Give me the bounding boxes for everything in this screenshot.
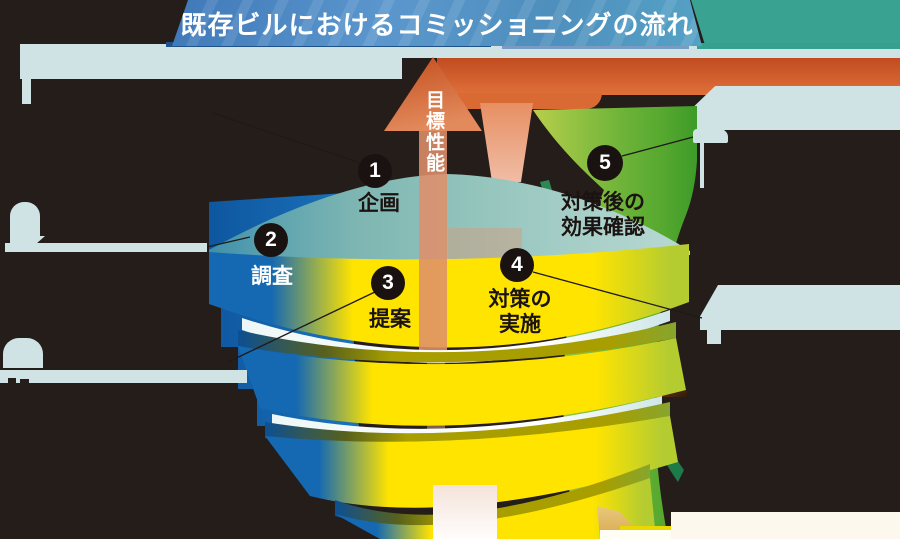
step-label-2: 調査 (251, 265, 293, 288)
banner-glass-texture (172, 0, 702, 46)
callout-bar-left-1 (5, 243, 207, 252)
teal-strip (697, 43, 900, 49)
step-label-1: 企画 (358, 192, 400, 215)
pale-band-left (20, 44, 402, 79)
pink-fringe (480, 103, 533, 182)
text-speck (20, 379, 29, 386)
step-circle-4: 4 (500, 248, 534, 282)
pale-band-right-upper (690, 86, 900, 130)
step-circle-3: 3 (371, 266, 405, 300)
leader-line-step2 (206, 236, 251, 248)
leader-line-step5 (621, 135, 698, 157)
leader-line-step4 (532, 271, 703, 319)
step-circle-2: 2 (254, 223, 288, 257)
callout-tab-right (707, 330, 721, 344)
spiral-lower-coils (238, 310, 686, 539)
leader-lines (206, 112, 703, 363)
leader-line-step3 (227, 290, 378, 363)
callout-arch-left-1 (10, 202, 40, 238)
teal-top-coil (209, 174, 690, 267)
slate-strip (502, 43, 689, 49)
white-column-fragment (433, 485, 497, 539)
step-label-4: 対策の 実施 (488, 288, 552, 336)
pale-band-right-lower (700, 285, 900, 330)
callout-line-right (700, 143, 704, 188)
title-banner: 既存ビルにおけるコミッショニングの流れ (172, 0, 702, 46)
step-circle-1: 1 (358, 154, 392, 188)
leader-line-step1 (212, 112, 364, 165)
spiral-coil1-face (209, 244, 689, 348)
pale-strip-fragment (22, 79, 31, 104)
header-teal-block (691, 0, 900, 45)
text-speck (8, 378, 16, 386)
white-bottom-right (671, 512, 900, 539)
step-label-3: 提案 (369, 308, 411, 331)
diagram-title: 既存ビルにおけるコミッショニングの流れ (180, 9, 694, 40)
step-circle-5: 5 (587, 145, 623, 181)
step-label-5: 対策後の 効果確認 (561, 191, 645, 239)
target-performance-label: 目標性能 (423, 90, 444, 174)
callout-tag-right (693, 129, 728, 143)
callout-bar-left-2 (0, 370, 247, 386)
target-arrow-head (384, 57, 482, 131)
target-arrow-shaft (419, 128, 447, 358)
callout-arch-left-2 (3, 338, 43, 368)
